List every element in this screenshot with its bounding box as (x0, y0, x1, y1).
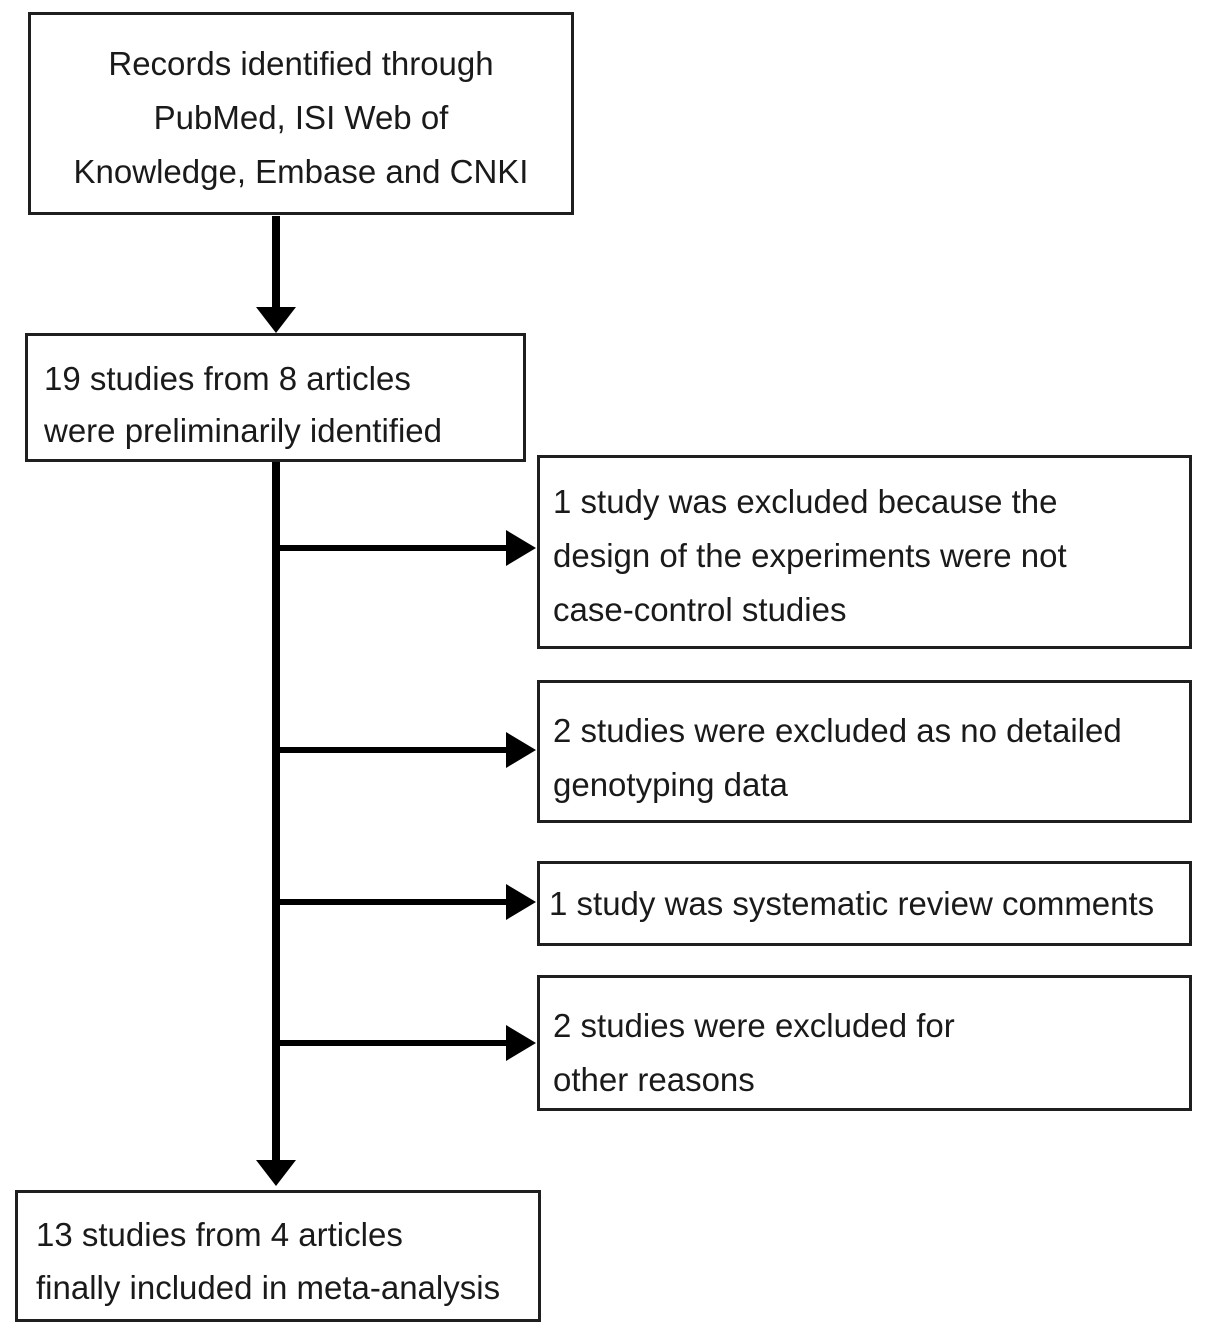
arrowhead-down-icon (256, 1160, 296, 1186)
arrow-shaft (276, 1040, 508, 1046)
node-text-line: genotyping data (553, 766, 788, 803)
node-excluded-review: 1 study was systematic review comments (537, 861, 1192, 946)
node-text-line: were preliminarily identified (44, 412, 442, 449)
node-text-line: 13 studies from 4 articles (36, 1216, 403, 1253)
node-text-line: 1 study was systematic review comments (549, 884, 1155, 922)
arrowhead-right-icon (506, 732, 536, 768)
node-text-line: 19 studies from 8 articles (44, 360, 411, 397)
node-text-line: case-control studies (553, 591, 847, 628)
node-preliminarily-identified: 19 studies from 8 articles were prelimin… (25, 333, 526, 462)
arrowhead-down-icon (256, 307, 296, 333)
node-excluded-design: 1 study was excluded because the design … (537, 455, 1192, 649)
node-text-line: PubMed, ISI Web of (153, 99, 449, 136)
node-text-line: other reasons (553, 1061, 755, 1098)
node-text-line: finally included in meta-analysis (36, 1269, 501, 1306)
node-final-included: 13 studies from 4 articles finally inclu… (15, 1190, 541, 1322)
node-text-line: 2 studies were excluded as no detailed (553, 712, 1122, 749)
node-text-line: 2 studies were excluded for (553, 1007, 955, 1044)
arrow-shaft (272, 216, 280, 312)
node-text-line: design of the experiments were not (553, 537, 1067, 574)
arrow-shaft (276, 545, 508, 551)
arrowhead-right-icon (506, 1025, 536, 1061)
arrow-shaft (276, 747, 508, 753)
arrowhead-right-icon (506, 884, 536, 920)
node-excluded-genotyping: 2 studies were excluded as no detailed g… (537, 680, 1192, 823)
node-text-line: Records identified through (108, 45, 494, 82)
node-text-line: 1 study was excluded because the (553, 483, 1058, 520)
node-text-line: Knowledge, Embase and CNKI (73, 153, 529, 190)
node-excluded-other: 2 studies were excluded for other reason… (537, 975, 1192, 1111)
arrow-shaft (276, 899, 508, 905)
arrow-shaft (272, 462, 280, 1162)
node-records-identified: Records identified through PubMed, ISI W… (28, 12, 574, 215)
arrowhead-right-icon (506, 530, 536, 566)
